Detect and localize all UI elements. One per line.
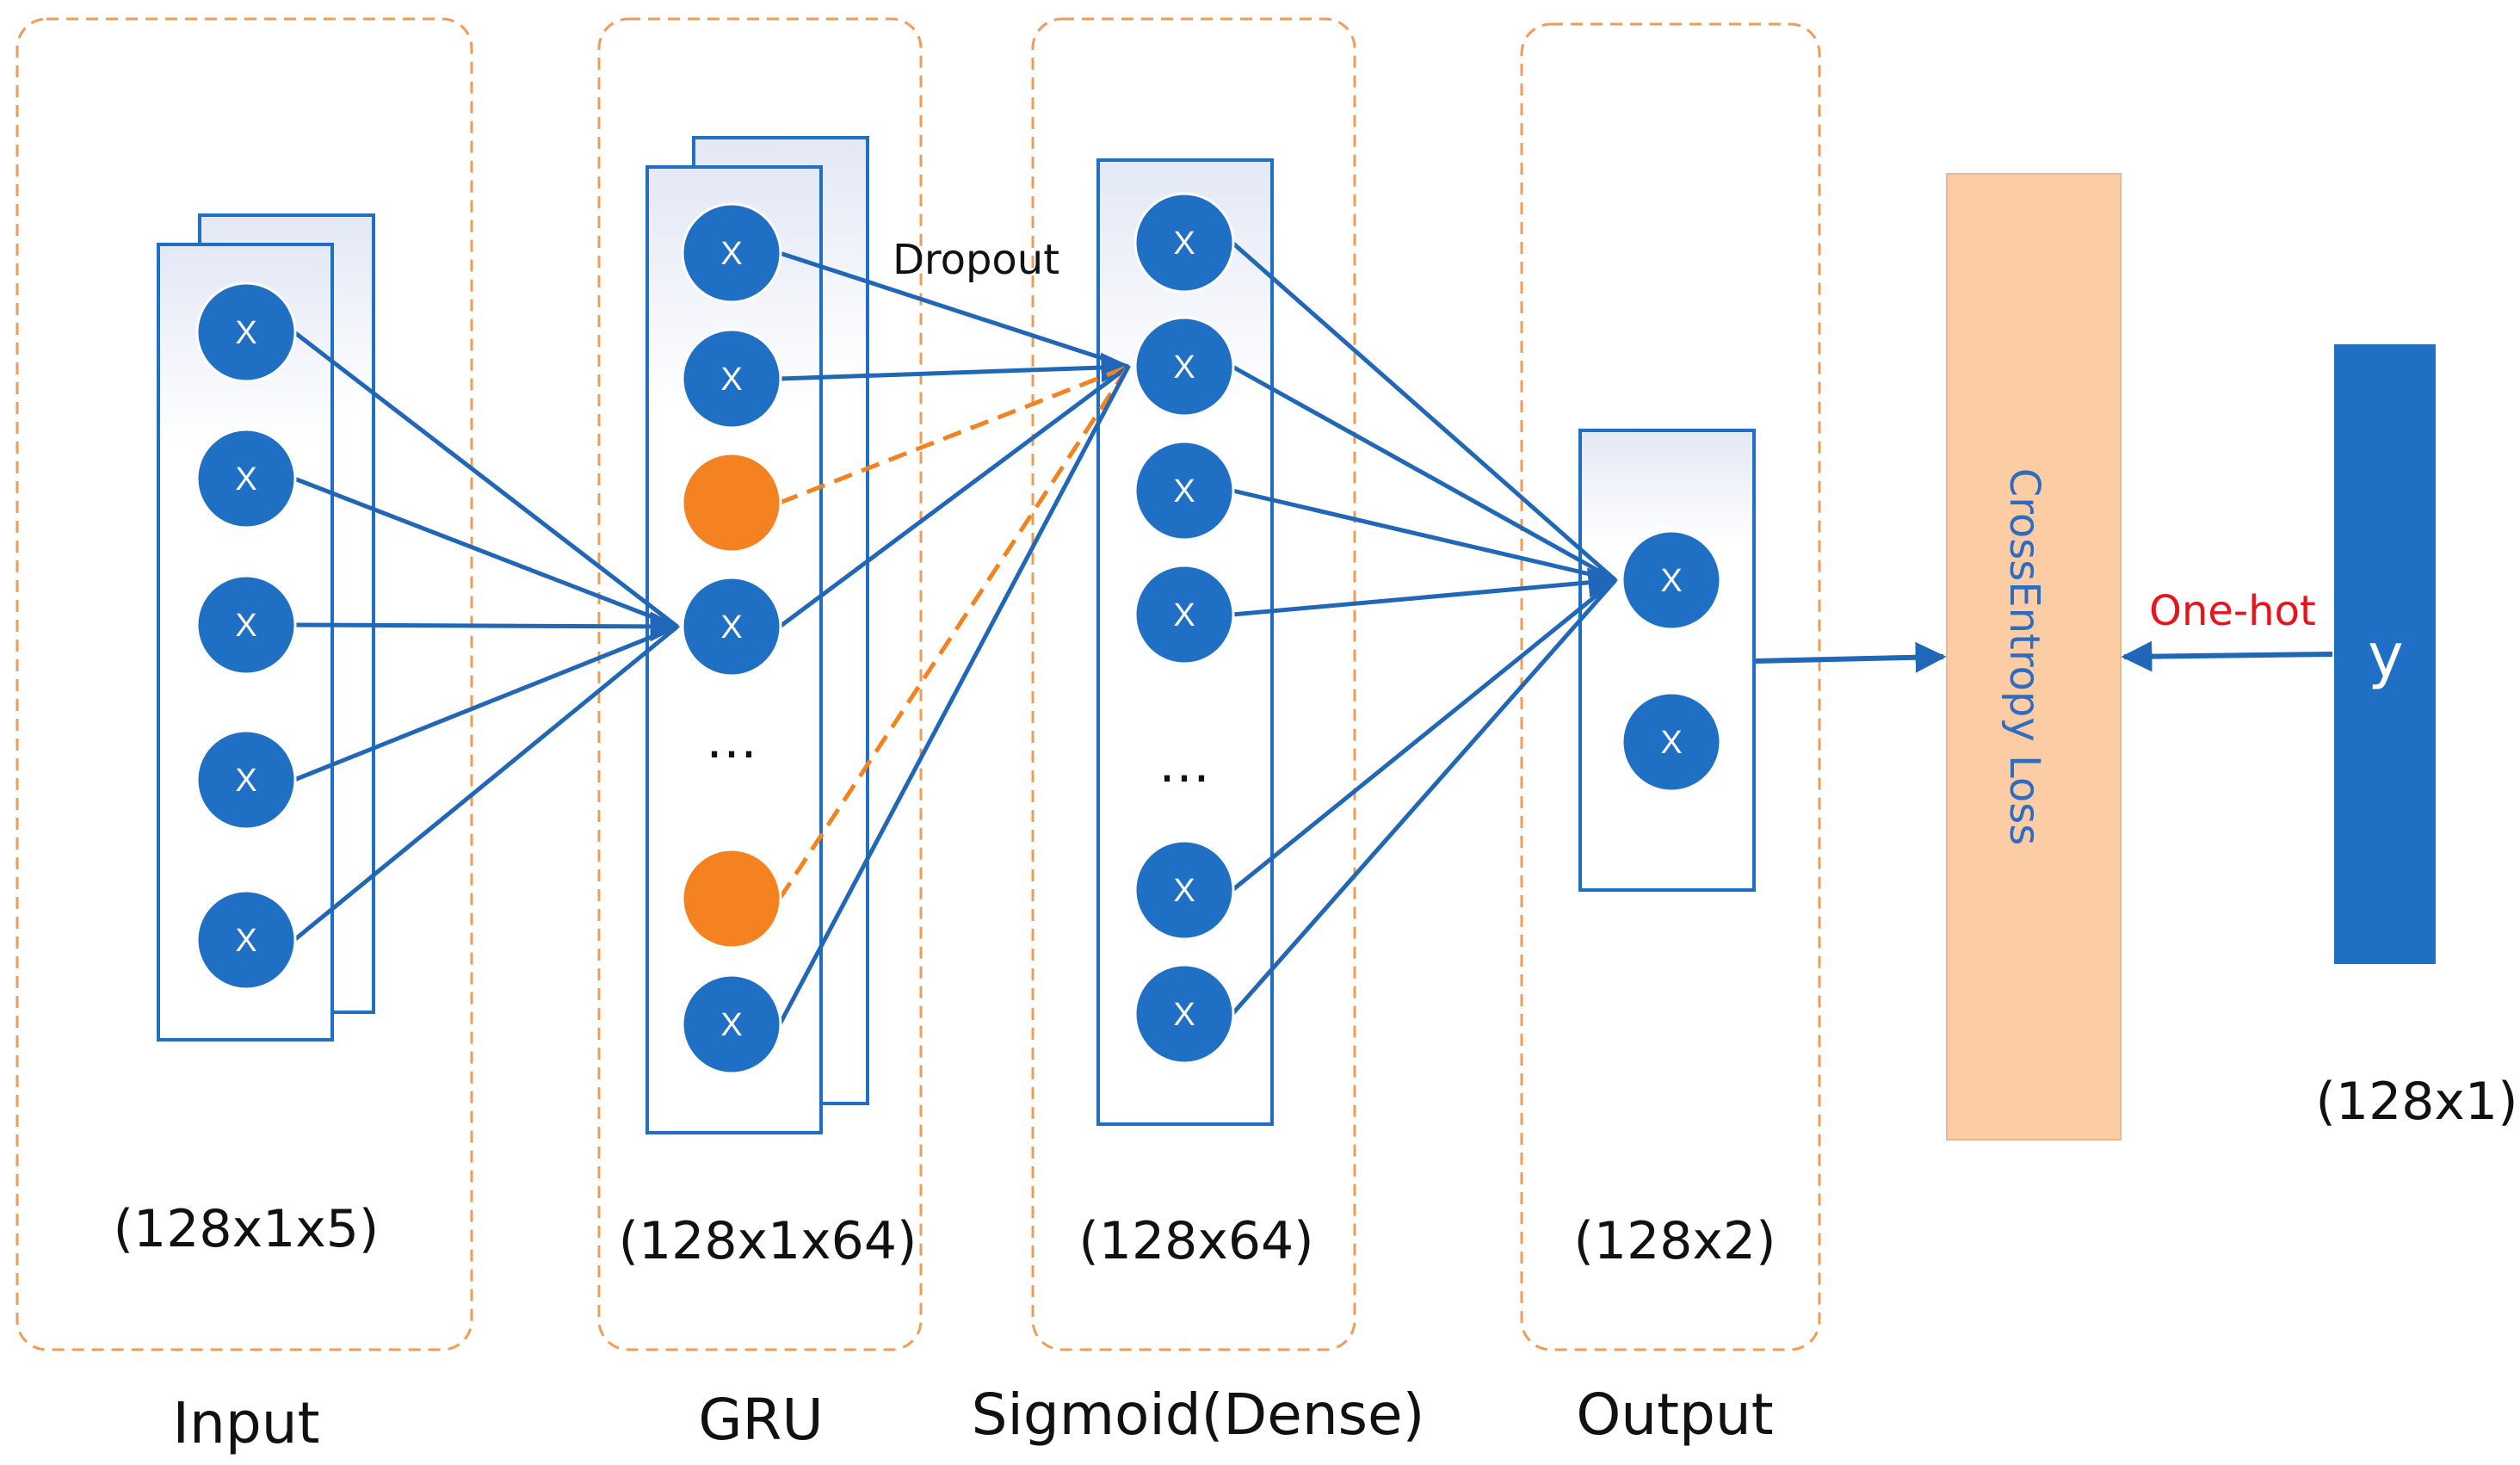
neurons: X X X X X X X X X X X X X X X X X xyxy=(195,192,1722,1075)
layer-boxes xyxy=(157,136,1756,1134)
edge-dense-3-to-output xyxy=(1232,488,1616,583)
input-node-5-label: X xyxy=(235,923,256,959)
input-node-4 xyxy=(195,729,297,831)
dense-node-4 xyxy=(1133,564,1235,665)
output-stage-label: Output xyxy=(1576,1382,1773,1448)
gru-node-2-label: X xyxy=(720,362,742,398)
output-node-1 xyxy=(1621,529,1722,631)
edge-dense-2-to-output xyxy=(1231,364,1617,583)
target-to-loss-arrow xyxy=(2121,640,2333,672)
edge-input-2-to-gru xyxy=(293,476,678,629)
input-group xyxy=(15,17,473,1351)
edge-gru-2-to-dense xyxy=(779,352,1132,383)
target-y-label: y xyxy=(2368,621,2403,691)
dense-node-2 xyxy=(1133,316,1235,417)
edge-gru-4-to-dense xyxy=(778,364,1130,629)
input-stage-label: Input xyxy=(173,1390,320,1456)
input-node-3-label: X xyxy=(235,608,256,644)
crossentropy-loss-label: CrossEntropy Loss xyxy=(2000,468,2048,846)
output-dims-label: (128x2) xyxy=(1573,1211,1776,1271)
output-to-loss-arrow xyxy=(1755,641,1947,673)
input-node-1 xyxy=(195,281,297,383)
edge-gru-5-to-dense-dropped xyxy=(777,365,1131,900)
dense-node-3-label: X xyxy=(1173,473,1195,510)
gru-node-4-label: X xyxy=(720,609,742,646)
edge-dense-5-to-output xyxy=(1231,578,1617,892)
input-dims-label: (128x1x5) xyxy=(114,1199,380,1259)
gru-node-6-label: X xyxy=(720,1007,742,1043)
dense-node-5-label: X xyxy=(1173,873,1195,909)
dense-node-1-label: X xyxy=(1173,226,1195,262)
dropout-label: Dropout xyxy=(892,236,1059,284)
output-node-2-label: X xyxy=(1660,725,1682,761)
gru-dims-label: (128x1x64) xyxy=(619,1211,917,1271)
input-node-3 xyxy=(195,574,297,676)
input-node-2-label: X xyxy=(235,461,256,498)
dense-node-3 xyxy=(1133,440,1235,541)
edge-gru-3-to-dense-dropped xyxy=(779,364,1129,505)
target-y-block xyxy=(2334,344,2436,964)
dense-dims-label: (128x64) xyxy=(1078,1211,1313,1271)
input-node-1-label: X xyxy=(235,315,256,351)
gru-dropped-node-5 xyxy=(681,848,782,949)
connections xyxy=(293,241,1619,1026)
input-node-2 xyxy=(195,428,297,529)
gru-node-2 xyxy=(681,328,782,430)
crossentropy-loss-block xyxy=(1946,173,2122,1140)
gru-dropped-node-3 xyxy=(681,452,782,553)
edge-dense-1-to-output xyxy=(1231,241,1617,582)
edge-input-3-to-gru xyxy=(293,611,681,642)
gru-node-1-label: X xyxy=(720,236,742,272)
edge-dense-6-to-output xyxy=(1231,578,1617,1016)
gru-node-4 xyxy=(681,576,782,677)
edge-dense-4-to-output xyxy=(1232,567,1619,617)
input-node-5 xyxy=(195,889,297,991)
edge-input-4-to-gru xyxy=(293,624,678,782)
edge-input-5-to-gru xyxy=(293,625,679,942)
dense-node-6 xyxy=(1133,963,1235,1065)
onehot-label: One-hot xyxy=(2149,587,2316,635)
gru-node-6 xyxy=(681,974,782,1075)
input-node-4-label: X xyxy=(235,763,256,799)
dense-node-2-label: X xyxy=(1173,349,1195,386)
edge-gru-1-to-dense xyxy=(779,250,1129,369)
target-dims-label: (128x1) xyxy=(2315,1072,2517,1132)
output-node-1-label: X xyxy=(1660,563,1682,599)
output-node-2 xyxy=(1621,691,1722,793)
dense-node-6-label: X xyxy=(1173,997,1195,1033)
output-box xyxy=(1578,429,1756,892)
gru-stage-label: GRU xyxy=(698,1387,823,1453)
edge-input-1-to-gru xyxy=(293,331,679,628)
dense-node-1 xyxy=(1133,192,1235,294)
dense-ellipsis: … xyxy=(1158,734,1210,794)
gru-node-1 xyxy=(681,202,782,304)
dense-node-5 xyxy=(1133,839,1235,941)
dense-stage-label: Sigmoid(Dense) xyxy=(972,1382,1425,1448)
edge-gru-6-to-dense xyxy=(777,365,1131,1026)
gru-ellipsis: … xyxy=(706,710,757,770)
dense-node-4-label: X xyxy=(1173,597,1195,634)
